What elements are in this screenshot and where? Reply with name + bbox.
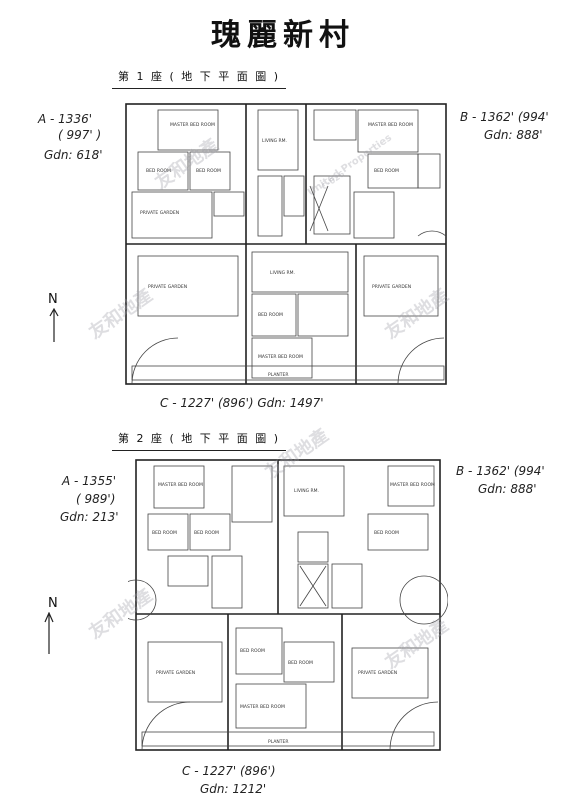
- floor-2-unit-a-garden: Gdn: 213': [60, 510, 119, 524]
- svg-text:PRIVATE GARDEN: PRIVATE GARDEN: [358, 670, 397, 676]
- floor-1-north-arrow-icon: [49, 308, 59, 342]
- svg-text:BED ROOM: BED ROOM: [258, 312, 283, 318]
- svg-text:PRIVATE GARDEN: PRIVATE GARDEN: [140, 210, 179, 216]
- svg-text:LIVING RM.: LIVING RM.: [270, 270, 295, 276]
- floor-2-unit-a-net-area: ( 989'): [76, 492, 116, 506]
- floor-2-plan-drawing: MASTER BED ROOM BED ROOM BED ROOM LIVING…: [128, 459, 448, 751]
- floor-2-unit-b-garden: Gdn: 888': [478, 482, 537, 496]
- svg-text:BED ROOM: BED ROOM: [196, 168, 221, 174]
- svg-text:MASTER BED ROOM: MASTER BED ROOM: [158, 482, 203, 488]
- floor-1-label: 第 1 座 ( 地 下 平 面 圖 ): [111, 68, 287, 89]
- floor-2-plan: MASTER BED ROOM BED ROOM BED ROOM LIVING…: [128, 452, 448, 762]
- svg-text:BED ROOM: BED ROOM: [240, 648, 265, 654]
- floor-1-plan-drawing: MASTER BED ROOM BED ROOM BED ROOM PRIVAT…: [125, 103, 447, 385]
- floor-1-unit-b-garden: Gdn: 888': [484, 128, 543, 142]
- floor-1-unit-b-area: B - 1362' (994': [460, 110, 549, 124]
- svg-text:BED ROOM: BED ROOM: [152, 530, 177, 536]
- svg-text:MASTER BED ROOM: MASTER BED ROOM: [258, 354, 303, 360]
- floor-2-unit-c-area: C - 1227' (896'): [182, 764, 276, 778]
- svg-text:BED ROOM: BED ROOM: [288, 660, 313, 666]
- floor-1-unit-a-net-area: ( 997' ): [58, 128, 102, 142]
- svg-text:PLANTER: PLANTER: [268, 739, 289, 745]
- svg-text:MASTER BED ROOM: MASTER BED ROOM: [390, 482, 435, 488]
- floor-2-unit-c-garden: Gdn: 1212': [200, 782, 267, 796]
- svg-text:BED ROOM: BED ROOM: [194, 530, 219, 536]
- svg-text:PRIVATE GARDEN: PRIVATE GARDEN: [156, 670, 195, 676]
- floor-1-unit-a-area: A - 1336': [38, 112, 93, 126]
- floor-1-unit-c-area: C - 1227' (896') Gdn: 1497': [160, 396, 324, 410]
- floor-2-unit-a-area: A - 1355': [62, 474, 117, 488]
- floor-1-unit-a-garden: Gdn: 618': [44, 148, 103, 162]
- svg-text:LIVING RM.: LIVING RM.: [294, 488, 319, 494]
- floor-2-label: 第 2 座 ( 地 下 平 面 圖 ): [111, 430, 287, 451]
- svg-text:PRIVATE GARDEN: PRIVATE GARDEN: [148, 284, 187, 290]
- svg-text:MASTER BED ROOM: MASTER BED ROOM: [368, 122, 413, 128]
- floor-2-unit-b-area: B - 1362' (994': [456, 464, 545, 478]
- svg-text:MASTER BED ROOM: MASTER BED ROOM: [170, 122, 215, 128]
- floor-2-north-label: N: [48, 596, 58, 611]
- floor-2-north-arrow-icon: [44, 612, 54, 654]
- svg-text:PRIVATE GARDEN: PRIVATE GARDEN: [372, 284, 411, 290]
- svg-text:BED ROOM: BED ROOM: [374, 530, 399, 536]
- svg-text:MASTER BED ROOM: MASTER BED ROOM: [240, 704, 285, 710]
- page-title: 瑰麗新村: [211, 18, 355, 53]
- svg-text:BED ROOM: BED ROOM: [374, 168, 399, 174]
- svg-text:LIVING RM.: LIVING RM.: [262, 138, 287, 144]
- floor-1-plan: MASTER BED ROOM BED ROOM BED ROOM PRIVAT…: [118, 96, 458, 396]
- svg-text:BED ROOM: BED ROOM: [146, 168, 171, 174]
- floor-1-north-label: N: [48, 292, 58, 307]
- svg-text:PLANTER: PLANTER: [268, 372, 289, 378]
